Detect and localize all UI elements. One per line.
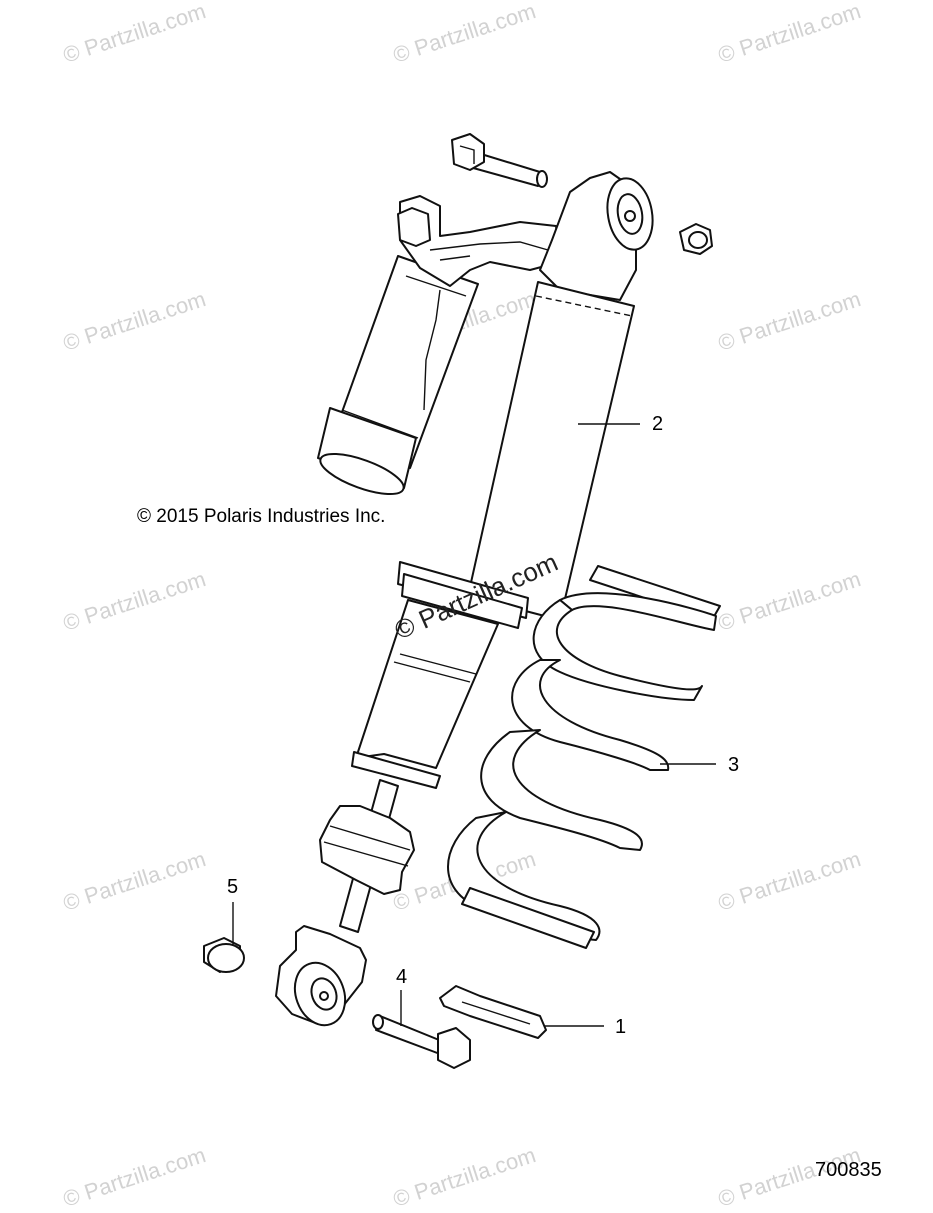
- callout-4[interactable]: 4: [396, 966, 408, 988]
- callout-5[interactable]: 5: [227, 876, 239, 898]
- copyright-notice: © 2015 Polaris Industries Inc.: [137, 506, 386, 527]
- callout-2[interactable]: 2: [652, 413, 664, 435]
- callout-leaders: [232, 423, 716, 1027]
- lower-flange-nut[interactable]: [203, 937, 245, 973]
- diagram-id: 700835: [815, 1159, 882, 1181]
- top-mount-nut[interactable]: [679, 223, 713, 255]
- callout-1[interactable]: 1: [615, 1016, 627, 1038]
- spring-retainer-clip[interactable]: [439, 985, 547, 1039]
- top-mount-bolt[interactable]: [451, 133, 548, 188]
- lower-mount-bolt[interactable]: [372, 1014, 471, 1069]
- shock-absorber[interactable]: [275, 171, 658, 1032]
- callout-3[interactable]: 3: [728, 754, 740, 776]
- coil-spring[interactable]: [447, 565, 721, 949]
